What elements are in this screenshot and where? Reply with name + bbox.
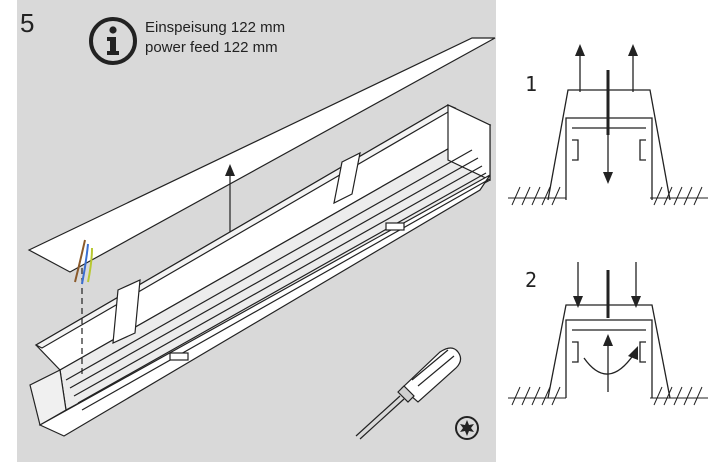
ceiling-hatching [508, 186, 708, 406]
clip-right [385, 222, 405, 231]
note-german: Einspeisung 122 mm [145, 19, 286, 36]
power-wires [74, 239, 93, 285]
power-feed-note: Einspeisung 122 mm power feed 122 mm [145, 18, 285, 58]
clip-left [169, 352, 189, 361]
detail-step-1-label: 1 [525, 72, 538, 96]
rail-5 [81, 179, 489, 411]
step-number: 5 [20, 8, 35, 38]
wire-brown [74, 239, 86, 283]
wire-blue [81, 243, 89, 285]
rail-3 [73, 165, 483, 397]
detail-2-diagram [547, 262, 671, 399]
rail-2 [69, 157, 479, 389]
wire-green-yellow [87, 247, 93, 283]
bracket-left [112, 279, 141, 344]
rail-1 [65, 149, 473, 381]
bracket-right [333, 151, 361, 205]
screwdriver [355, 347, 462, 440]
rail-4 [77, 172, 487, 404]
housing-end-cap [447, 104, 491, 181]
info-circle-icon [89, 17, 137, 65]
detail-1-diagram [547, 44, 671, 201]
note-english: power feed 122 mm [145, 39, 278, 56]
cover-plate [27, 37, 496, 273]
torx-star-icon [455, 416, 479, 440]
detail-step-2-label: 2 [525, 268, 538, 292]
